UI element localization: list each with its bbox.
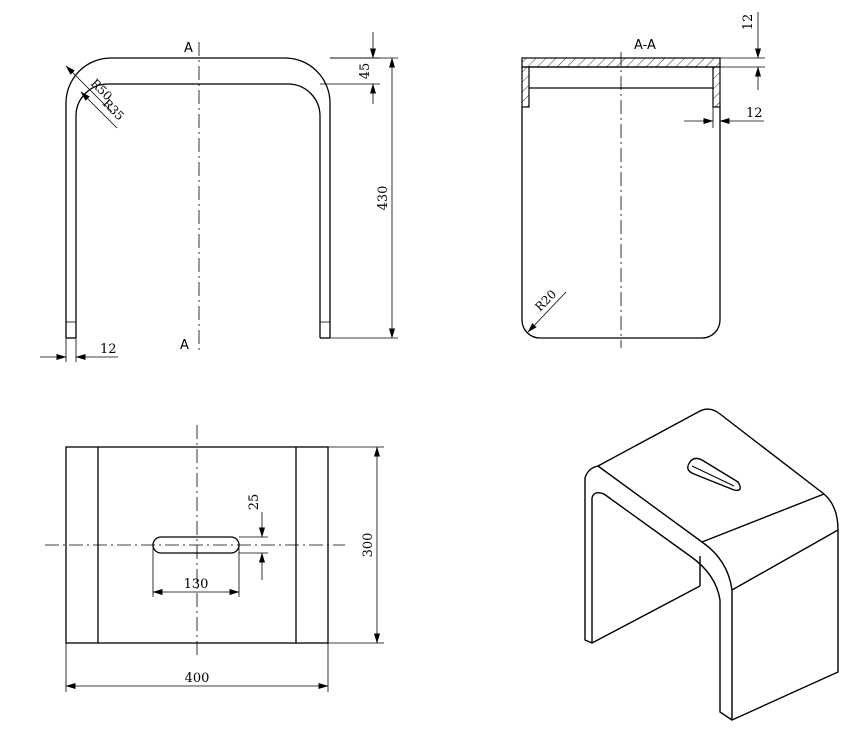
sec-top-thk-label: 12 <box>741 14 756 31</box>
section-mark-bottom: A <box>180 338 189 353</box>
iso-top-front-right-edge <box>701 493 825 543</box>
height-label: 430 <box>376 186 391 211</box>
front-outer-profile <box>65 57 331 338</box>
sec-wall-thk-label: 12 <box>746 106 763 121</box>
iso-top-back-edges <box>597 408 825 495</box>
iso-right-bend-outer <box>823 493 839 531</box>
iso-front-leg <box>719 590 733 721</box>
top-thickness-label: 45 <box>358 63 373 80</box>
width-label: 400 <box>185 671 210 686</box>
iso-front-bend-upper <box>701 541 733 591</box>
iso-top-front-left-edge <box>597 465 703 543</box>
section-view: A-A 12 12 R20 <box>521 12 765 348</box>
leg-thk-label: 12 <box>100 342 117 357</box>
iso-slot-inner-edge <box>691 465 735 487</box>
top-view: 25 130 300 400 <box>45 425 384 692</box>
section-right-wall-stub <box>712 66 721 108</box>
slot-width-label: 25 <box>247 494 262 511</box>
section-left-wall-stub <box>521 66 530 108</box>
iso-handle-slot <box>687 457 741 492</box>
outer-radius-leader <box>65 65 113 113</box>
iso-left-leg-bottom <box>591 585 701 644</box>
iso-left-leg-outer <box>584 478 593 644</box>
iso-left-bend-outer <box>584 465 599 479</box>
slot-length-label: 130 <box>184 577 209 592</box>
corner-radius-label: R20 <box>532 287 559 314</box>
section-mark-top: A <box>184 41 193 56</box>
section-title: A-A <box>634 38 656 53</box>
depth-label: 300 <box>361 533 376 558</box>
iso-right-leg <box>731 530 839 721</box>
front-inner-profile <box>75 83 321 338</box>
inner-radius-leader <box>80 91 118 129</box>
section-body-outline <box>521 107 721 339</box>
iso-front-bend-lower <box>689 555 721 601</box>
front-view: A A R50 R35 45 430 12 <box>40 32 398 362</box>
corner-radius-leader <box>527 291 567 333</box>
iso-front-right-bend-seam <box>731 529 839 591</box>
iso-left-inner-top <box>591 491 691 557</box>
isometric-view <box>584 408 839 721</box>
